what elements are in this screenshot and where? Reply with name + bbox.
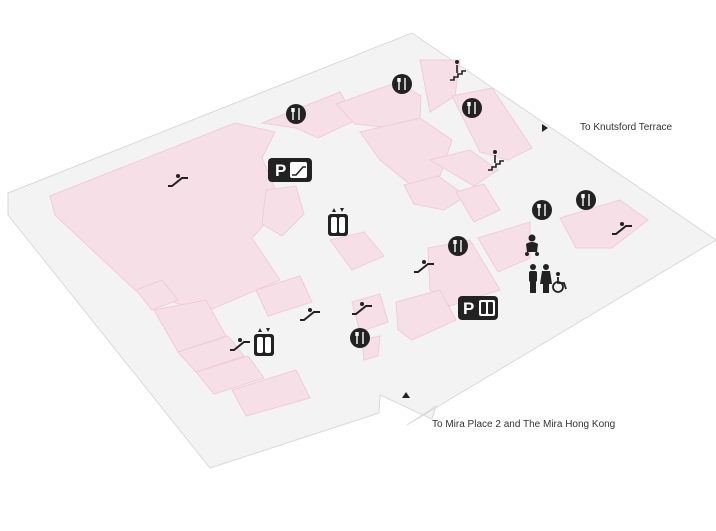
escalator-icon[interactable] [300, 308, 320, 321]
shop-unit-north[interactable] [260, 91, 357, 139]
restaurant-icon[interactable] [462, 98, 482, 118]
shop-unit-small-a[interactable] [261, 185, 305, 237]
shop-unit-south-west-3[interactable] [177, 335, 245, 373]
restaurant-icon[interactable] [532, 200, 552, 220]
baby-care-icon[interactable] [525, 234, 539, 257]
shop-unit-mid-south-2[interactable] [395, 289, 457, 341]
escalator-icon[interactable] [414, 260, 434, 273]
parking-escalator-icon[interactable]: P [268, 158, 312, 182]
shop-areas [49, 59, 649, 417]
svg-text:P: P [275, 161, 286, 180]
accessible-toilet-icon[interactable] [552, 272, 567, 293]
direction-arrow-icon[interactable] [542, 124, 548, 132]
male-toilet-icon[interactable] [529, 264, 537, 293]
shop-unit-south[interactable] [231, 369, 311, 417]
shop-unit-south-west-1[interactable] [135, 279, 179, 311]
female-toilet-icon[interactable] [540, 264, 552, 293]
shop-unit-small-b[interactable] [329, 231, 385, 271]
restaurant-icon[interactable] [286, 104, 306, 124]
escalator-icon[interactable] [612, 222, 632, 235]
shop-unit-south-east[interactable] [477, 221, 531, 273]
label-to-knutsford-terrace[interactable]: To Knutsford Terrace [580, 122, 673, 133]
restaurant-icon[interactable] [392, 74, 412, 94]
svg-text:P: P [463, 299, 474, 318]
escalator-icon[interactable] [352, 302, 372, 315]
escalator-icon[interactable] [230, 338, 250, 351]
shop-unit-centre-2[interactable] [403, 175, 467, 211]
lift-icon[interactable] [328, 208, 348, 236]
restaurant-icon[interactable] [350, 328, 370, 348]
parking-lift-icon[interactable]: P [458, 296, 498, 320]
label-to-mira-place-2[interactable]: To Mira Place 2 and The Mira Hong Kong [432, 419, 616, 430]
shop-unit-centre-3[interactable] [428, 149, 499, 187]
direction-arrow-icon[interactable] [402, 392, 410, 398]
lift-icon[interactable] [254, 328, 274, 356]
shop-unit-south-west-2[interactable] [153, 299, 227, 353]
stairs-icon[interactable] [488, 150, 504, 171]
restaurant-icon[interactable] [448, 236, 468, 256]
shop-unit-south-mid[interactable] [255, 275, 313, 317]
shop-unit-east-wing[interactable] [559, 199, 649, 249]
stairs-icon[interactable] [450, 60, 466, 81]
shop-unit-centre-4[interactable] [455, 183, 501, 223]
shop-unit-centre[interactable] [359, 117, 453, 187]
escalator-icon[interactable] [168, 174, 188, 187]
shop-unit-large-west[interactable] [49, 122, 283, 313]
shop-unit-south-west-4[interactable] [195, 355, 265, 395]
restaurant-icon[interactable] [576, 190, 596, 210]
